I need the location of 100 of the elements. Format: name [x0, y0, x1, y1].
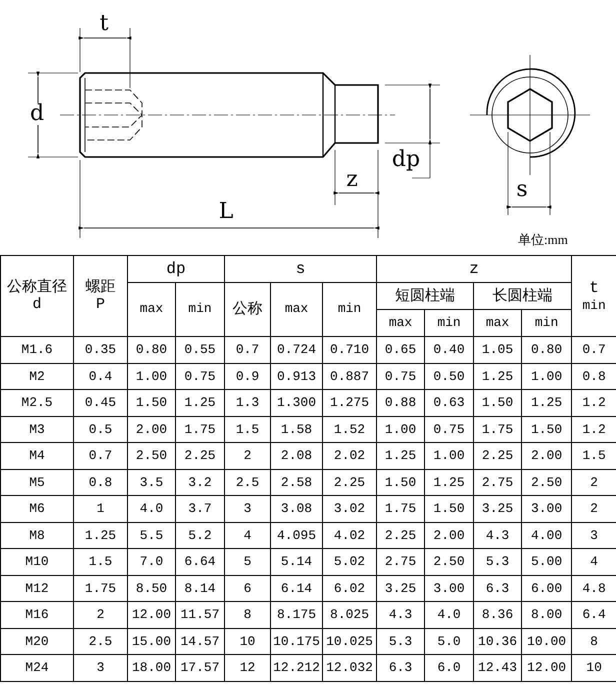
header-text: z	[469, 260, 479, 278]
table-value: 0.63	[433, 395, 465, 410]
table-value: 4.00	[530, 528, 562, 542]
table-value: 1.00	[136, 368, 168, 384]
table-value: 8	[244, 607, 252, 622]
table-value: 0.7	[236, 342, 260, 357]
table-value: 0.88	[384, 395, 416, 410]
table-value: 4.0	[437, 607, 461, 622]
table-value: 1	[96, 501, 104, 516]
table-value: 3.25	[384, 580, 416, 596]
table-value: 0.65	[384, 342, 416, 357]
table-value: 1.3	[236, 395, 260, 410]
table-value: 1.52	[334, 422, 366, 436]
table-value: 2	[244, 448, 252, 463]
table-value: 17.57	[180, 660, 220, 675]
table-value: 1.50	[482, 395, 514, 410]
table-value: 3.00	[530, 501, 562, 516]
table-value: 0.80	[136, 342, 168, 357]
table-value: M4	[29, 448, 45, 463]
table-value: 1.25	[384, 448, 416, 463]
table-value: 10.175	[273, 634, 320, 648]
table-value: 12.032	[326, 660, 373, 675]
table-value: 1.50	[136, 395, 168, 410]
table-value: 4.0	[140, 501, 164, 516]
table-value: 18.00	[132, 660, 171, 675]
table-value: 5.3	[388, 634, 412, 648]
table-value: 1.58	[280, 422, 312, 436]
table-value: 6.02	[334, 580, 366, 596]
table-value: 0.887	[330, 368, 370, 384]
table-value: 8.175	[277, 607, 316, 622]
table-value: 1.00	[384, 422, 416, 436]
table-value: 0.724	[277, 342, 316, 357]
table-value: 0.5	[88, 422, 112, 436]
table-value: 3	[590, 528, 598, 542]
table-value: M20	[25, 634, 49, 648]
header-text: 螺距	[86, 277, 116, 296]
dimension-label: dp	[392, 149, 420, 171]
table-value: 6	[244, 580, 252, 596]
table-value: 15.00	[132, 634, 171, 648]
table-value: 2.25	[184, 448, 216, 463]
table-value: 2.50	[136, 448, 168, 463]
table-value: 4.095	[277, 528, 316, 542]
table-value: 0.8	[88, 474, 112, 490]
table-value: 0.80	[530, 342, 562, 357]
table-value: 2.25	[384, 528, 416, 542]
table-value: 0.55	[184, 342, 216, 357]
table-value: M8	[29, 528, 45, 542]
table-value: 1.75	[384, 501, 416, 516]
table-value: 1.25	[184, 395, 216, 410]
table-value: 2.25	[334, 474, 366, 490]
table-value: 3.08	[280, 501, 312, 516]
header-text: 公称	[232, 299, 263, 318]
table-value: 0.75	[433, 422, 465, 436]
table-value: 7.0	[140, 554, 164, 569]
table-value: M2.5	[21, 395, 53, 410]
header-text: dp	[166, 260, 186, 278]
table-value: M1.6	[21, 342, 53, 357]
table-value: 8.00	[530, 607, 562, 622]
table-value: 6.14	[280, 580, 312, 596]
header-text: 长圆柱端	[492, 286, 553, 304]
header-text: max	[486, 314, 510, 330]
table-value: 8.36	[482, 607, 514, 622]
table-value: 1.05	[482, 342, 514, 357]
table-value: 3.02	[334, 501, 366, 516]
table-value: 0.50	[433, 368, 465, 384]
table-value: 6.0	[437, 660, 461, 675]
table-value: M16	[25, 607, 49, 622]
table-value: 3	[96, 660, 104, 675]
table-value: 10	[240, 634, 256, 648]
header-text: min	[338, 301, 362, 316]
table-value: 0.9	[236, 368, 260, 384]
dimension-label: d	[30, 103, 44, 125]
header-text: 短圆柱端	[395, 286, 456, 304]
table-value: 2.00	[433, 528, 465, 542]
table-value: 2.00	[530, 448, 562, 463]
table-value: 2.5	[236, 474, 260, 490]
table-value: M3	[29, 422, 45, 436]
table-value: 0.710	[330, 342, 370, 357]
table-value: 11.57	[180, 607, 220, 622]
table-value: 8.50	[136, 580, 168, 596]
table-value: 6.64	[184, 554, 216, 569]
header-text: s	[296, 260, 306, 278]
table-value: 2.75	[482, 474, 514, 490]
table-value: 2.75	[384, 554, 416, 569]
table-value: 1.75	[482, 422, 514, 436]
table-value: 1.50	[433, 501, 465, 516]
table-value: 1.25	[433, 474, 465, 490]
table-value: 3.2	[188, 474, 212, 490]
table-value: 4.02	[334, 528, 366, 542]
table-value: 1.300	[277, 395, 316, 410]
table-value: 10.025	[326, 634, 373, 648]
table-value: M2	[29, 368, 45, 384]
table-value: 4.3	[486, 528, 510, 542]
table-value: 2	[590, 501, 598, 516]
table-value: 1.5	[236, 422, 260, 436]
table-value: M5	[29, 474, 45, 490]
table-value: 6.4	[582, 607, 606, 622]
table-value: 5	[244, 554, 252, 569]
table-value: 0.4	[88, 368, 112, 384]
table-value: 6.3	[486, 580, 510, 596]
